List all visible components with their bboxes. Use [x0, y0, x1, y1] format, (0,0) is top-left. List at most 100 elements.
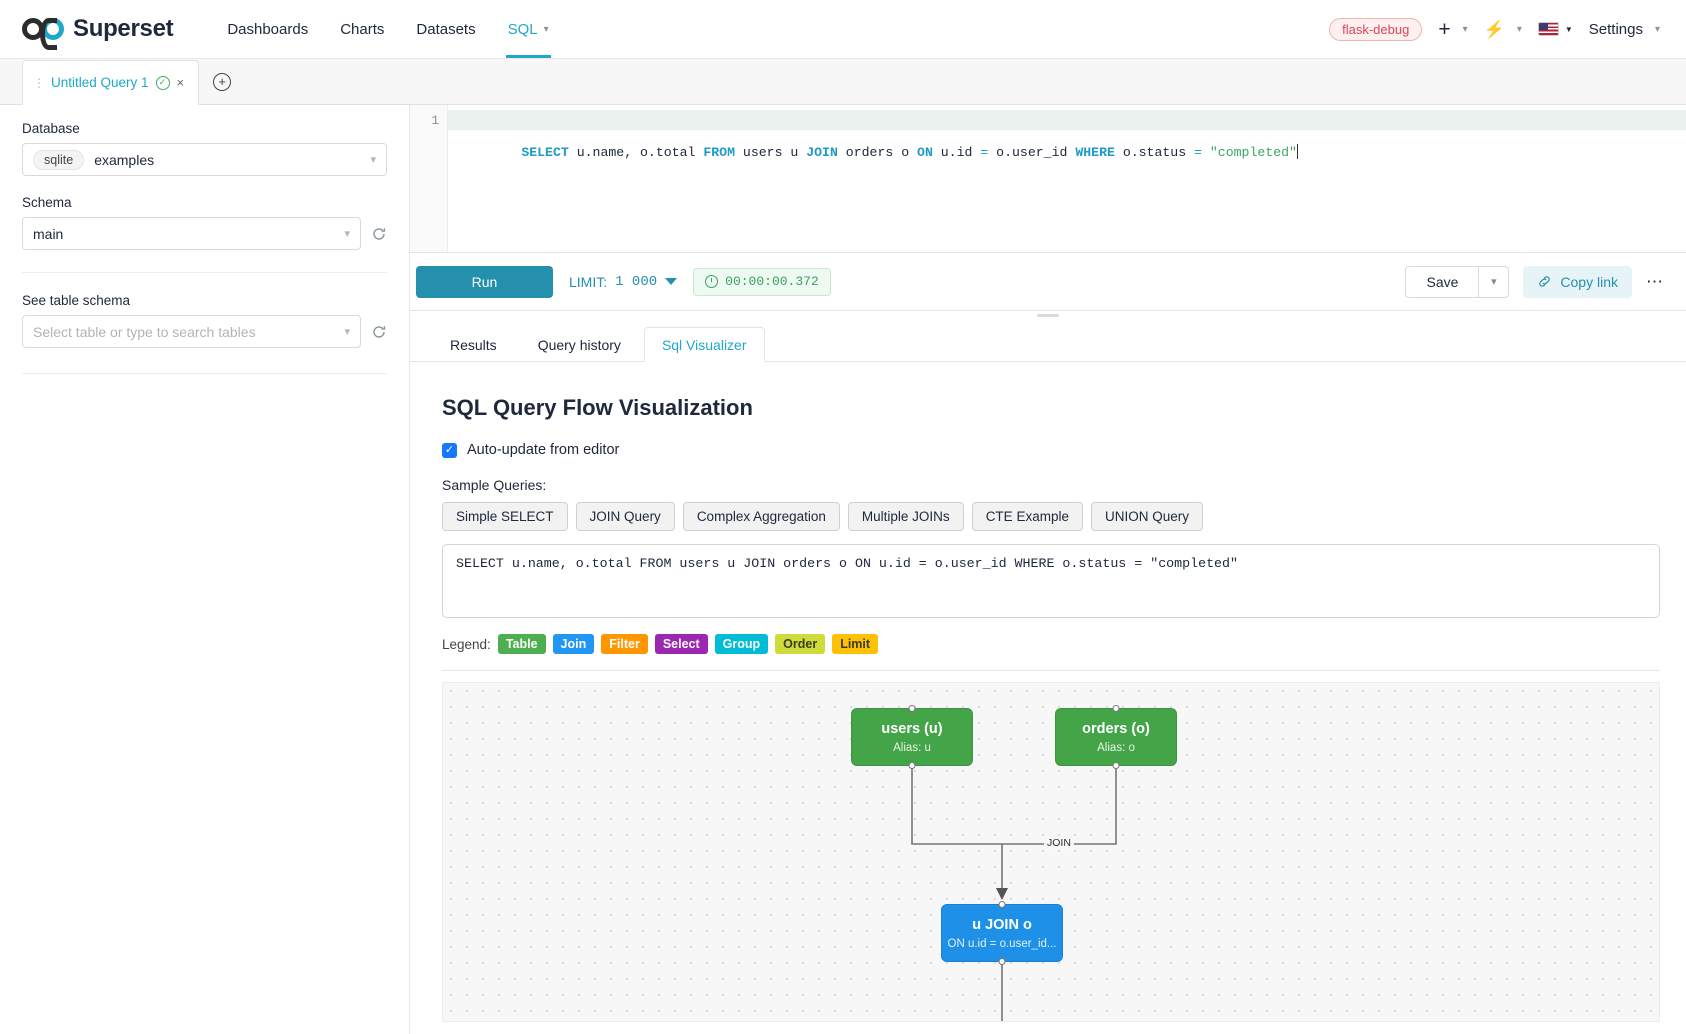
sql-token: o.user_id — [988, 145, 1076, 160]
node-handle-top[interactable] — [1112, 705, 1120, 712]
node-title: orders (o) — [1082, 720, 1150, 737]
sidebar-divider — [22, 272, 387, 273]
database-select[interactable]: sqlite examples ▾ — [22, 143, 387, 176]
copy-link-button[interactable]: Copy link — [1523, 265, 1632, 298]
limit-dropdown[interactable]: LIMIT: 1 000 — [569, 273, 678, 290]
graph-edge-arrow — [996, 888, 1008, 900]
more-options-icon[interactable]: ⋯ — [1646, 271, 1664, 291]
graph-node-users[interactable]: users (u)Alias: u — [851, 705, 973, 769]
legend-chip-filter: Filter — [601, 634, 648, 654]
primary-nav: Dashboards Charts Datasets SQL ▾ — [211, 0, 564, 58]
query-timer: 00:00:00.372 — [693, 267, 831, 296]
auto-update-checkbox[interactable]: ✓ — [442, 442, 457, 458]
schema-select[interactable]: main ▾ — [22, 217, 361, 250]
graph-edge-label: JOIN — [1044, 837, 1074, 849]
save-button[interactable]: Save — [1405, 265, 1480, 298]
graph-edge — [911, 766, 1003, 890]
sample-query-button-5[interactable]: UNION Query — [1090, 502, 1203, 531]
nav-link-charts[interactable]: Charts — [324, 0, 400, 58]
legend-chip-group: Group — [714, 634, 769, 654]
query-flow-canvas[interactable]: users (u)Alias: u orders (o) Alias: o u JOI… — [442, 682, 1660, 1022]
language-selector[interactable]: ▼ — [1537, 22, 1573, 36]
pane-resize-handle[interactable] — [410, 311, 1686, 320]
graph-node-orders[interactable]: orders (o) Alias: o — [1055, 705, 1177, 769]
database-engine-pill: sqlite — [33, 149, 85, 170]
text-caret — [1296, 144, 1298, 159]
nav-link-sql[interactable]: SQL ▾ — [492, 0, 565, 58]
node-handle-bottom[interactable] — [998, 958, 1006, 965]
query-tab-untitled-query-1[interactable]: ⋮ Untitled Query 1 ✓ × — [22, 60, 200, 105]
node-subtitle: Alias: o — [1097, 741, 1135, 754]
superset-logo[interactable]: Superset — [22, 15, 174, 50]
main-panel: 1 SELECT u.name, o.total FROM users u JO… — [410, 105, 1686, 1034]
copy-link-label: Copy link — [1560, 273, 1618, 290]
top-navigation-bar: Superset Dashboards Charts Datasets SQL … — [0, 0, 1686, 59]
run-button[interactable]: Run — [416, 265, 553, 298]
node-handle-bottom[interactable] — [908, 762, 916, 769]
node-title: u JOIN o — [972, 916, 1032, 933]
chevron-down-icon: ▾ — [1491, 276, 1497, 288]
drag-grip-icon[interactable]: ⋮ — [33, 75, 45, 90]
flask-debug-badge[interactable]: flask-debug — [1329, 17, 1423, 41]
limit-value: 1 000 — [615, 273, 658, 290]
node-handle-top[interactable] — [998, 901, 1006, 908]
editor-code-line[interactable]: SELECT u.name, o.total FROM users u JOIN… — [448, 105, 1686, 252]
new-item-button[interactable]: + ▾ — [1438, 19, 1467, 40]
sql-query-textarea[interactable] — [442, 544, 1660, 618]
sample-query-button-0[interactable]: Simple SELECT — [442, 502, 568, 531]
sample-query-button-3[interactable]: Multiple JOINs — [847, 502, 964, 531]
settings-label: Settings — [1588, 20, 1643, 38]
legend-chip-limit: Limit — [832, 634, 879, 654]
node-handle-bottom[interactable] — [1112, 762, 1120, 769]
legend-chip-select: Select — [654, 634, 708, 654]
sql-editor[interactable]: 1 SELECT u.name, o.total FROM users u JO… — [410, 105, 1686, 253]
auto-update-row[interactable]: ✓ Auto-update from editor — [442, 442, 1664, 458]
chevron-down-icon: ▾ — [344, 326, 350, 338]
node-title: users (u) — [881, 720, 943, 737]
chevron-down-icon: ▾ — [1516, 23, 1522, 35]
add-query-tab-button[interactable]: + — [199, 59, 245, 104]
visualizer-pane: SQL Query Flow Visualization ✓ Auto-upda… — [410, 362, 1686, 1034]
refresh-schema-icon[interactable] — [371, 226, 387, 242]
graph-edges — [911, 766, 1117, 1021]
link-icon — [1539, 276, 1551, 287]
nav-right-group: flask-debug + ▾ ⚡ ▾ ▼ Settings ▾ — [1329, 17, 1660, 41]
sample-query-button-2[interactable]: Complex Aggregation — [682, 502, 840, 531]
sql-token: orders o — [837, 145, 918, 160]
table-schema-label: See table schema — [22, 293, 131, 308]
settings-menu[interactable]: Settings ▾ — [1589, 21, 1660, 38]
chevron-down-icon: ▾ — [543, 23, 549, 35]
schema-label: Schema — [22, 195, 72, 210]
save-dropdown-button[interactable]: ▾ — [1479, 265, 1510, 298]
quick-actions-button[interactable]: ⚡ ▾ — [1484, 21, 1522, 38]
editor-gutter: 1 — [410, 105, 448, 252]
nav-link-datasets[interactable]: Datasets — [400, 0, 491, 58]
legend-chip-order: Order — [775, 634, 826, 654]
sample-query-button-1[interactable]: JOIN Query — [575, 502, 675, 531]
tab-sql-visualizer[interactable]: Sql Visualizer — [643, 327, 765, 362]
graph-edge — [1002, 766, 1117, 845]
database-value: examples — [94, 151, 155, 168]
nav-link-dashboards[interactable]: Dashboards — [211, 0, 324, 58]
chevron-down-icon: ▾ — [344, 228, 350, 240]
editor-sql-text: SELECT u.name, o.total FROM users u JOIN… — [521, 145, 1297, 160]
node-handle-top[interactable] — [908, 705, 916, 712]
sql-token: FROM — [703, 145, 735, 160]
sql-token: o.status — [1114, 145, 1195, 160]
brand-name: Superset — [73, 15, 174, 42]
table-search-input[interactable]: Select table or type to search tables ▾ — [22, 315, 361, 348]
query-tab-bar: ⋮ Untitled Query 1 ✓ × + — [0, 59, 1686, 105]
save-button-group: Save ▾ — [1405, 265, 1510, 298]
resize-grip-icon — [1037, 314, 1059, 317]
refresh-tables-icon[interactable] — [371, 324, 387, 340]
sample-query-button-4[interactable]: CTE Example — [971, 502, 1083, 531]
tab-results[interactable]: Results — [450, 337, 497, 353]
database-label: Database — [22, 121, 80, 136]
close-icon[interactable]: × — [176, 75, 185, 90]
result-tabs: Results Query history Sql Visualizer — [410, 320, 1686, 362]
nav-link-charts-label: Charts — [340, 20, 385, 38]
tab-query-history[interactable]: Query history — [537, 337, 621, 353]
schema-value: main — [33, 225, 64, 242]
